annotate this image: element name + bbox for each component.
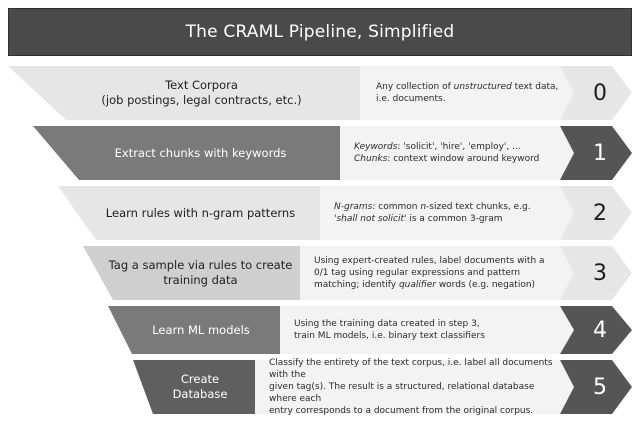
step-description: N-grams: common n-sized text chunks, e.g… — [334, 202, 531, 224]
step-label: Learn rules with n-gram patterns — [83, 206, 295, 221]
step-label-line: Database — [172, 387, 228, 401]
pipeline-step-1: Extract chunks with keywords Keywords: 's… — [0, 126, 640, 180]
hexagon-notch — [560, 186, 574, 240]
step-description: Classify the entirety of the text corpus… — [269, 358, 553, 416]
hexagon-shape — [560, 246, 632, 300]
step-number-hexagon: 1 — [560, 126, 632, 180]
funnel-shape — [83, 246, 300, 300]
funnel-shape — [58, 186, 320, 240]
step-number: 2 — [593, 200, 607, 226]
step-description-box: N-grams: common n-sized text chunks, e.g… — [320, 186, 560, 240]
step-label: Extract chunks with keywords — [87, 146, 287, 161]
pipeline-step-2: Learn rules with n-gram patterns N-grams:… — [0, 186, 640, 240]
step-description: Keywords: 'solicit', 'hire', 'employ', .… — [354, 142, 540, 164]
step-number: 0 — [593, 80, 607, 106]
hexagon-shape — [560, 306, 632, 354]
funnel-shape — [33, 126, 340, 180]
step-number-hexagon: 0 — [560, 66, 632, 120]
funnel-shape — [8, 66, 360, 120]
step-description-box: Any collection of unstructured text data… — [360, 66, 560, 120]
step-label-line: Text Corpora — [165, 78, 238, 92]
funnel-segment: Text Corpora(job postings, legal contrac… — [8, 66, 360, 120]
step-label-line: Tag a sample via rules to create — [108, 258, 293, 272]
step-description: Using expert-created rules, label docume… — [314, 256, 545, 290]
hexagon-notch — [560, 360, 574, 414]
step-number: 3 — [593, 260, 607, 286]
step-number-hexagon: 4 — [560, 306, 632, 354]
step-description: Any collection of unstructured text data… — [376, 82, 559, 104]
step-label-line: Learn ML models — [152, 322, 250, 337]
step-label-line: training data — [163, 273, 238, 287]
step-label-line: (job postings, legal contracts, etc.) — [101, 93, 302, 107]
step-description-box: Using the training data created in step … — [280, 306, 560, 354]
funnel-segment: Extract chunks with keywords — [33, 126, 340, 180]
step-label: Learn ML models — [138, 323, 250, 338]
hexagon-shape — [560, 66, 632, 120]
title-bar: The CRAML Pipeline, Simplified — [8, 8, 632, 56]
step-number: 5 — [593, 374, 607, 400]
step-number: 1 — [593, 140, 607, 166]
step-description-box: Using expert-created rules, label docume… — [300, 246, 560, 300]
step-number-hexagon: 5 — [560, 360, 632, 414]
hexagon-notch — [560, 126, 574, 180]
funnel-shape — [133, 360, 255, 414]
pipeline-step-0: Text Corpora(job postings, legal contrac… — [0, 66, 640, 120]
step-label: Text Corpora(job postings, legal contrac… — [66, 78, 301, 108]
step-number-hexagon: 3 — [560, 246, 632, 300]
step-description: Using the training data created in step … — [294, 319, 485, 341]
hexagon-shape — [560, 186, 632, 240]
step-label-line: Extract chunks with keywords — [114, 145, 287, 160]
step-label-line: Create — [180, 372, 220, 386]
step-label-line: Learn rules with n-gram patterns — [105, 205, 296, 220]
hexagon-shape — [560, 360, 632, 414]
pipeline-step-4: Learn ML models Using the training data c… — [0, 306, 640, 354]
funnel-segment: Learn rules with n-gram patterns — [58, 186, 320, 240]
diagram-title: The CRAML Pipeline, Simplified — [185, 22, 455, 42]
step-description-box: Classify the entirety of the text corpus… — [255, 358, 560, 416]
hexagon-shape — [560, 126, 632, 180]
step-description-box: Keywords: 'solicit', 'hire', 'employ', .… — [340, 126, 560, 180]
hexagon-notch — [560, 246, 574, 300]
hexagon-notch — [560, 306, 574, 354]
step-number: 4 — [593, 317, 607, 343]
funnel-shape — [108, 306, 280, 354]
step-number-hexagon: 2 — [560, 186, 632, 240]
funnel-segment: Learn ML models — [108, 306, 280, 354]
hexagon-notch — [560, 66, 574, 120]
